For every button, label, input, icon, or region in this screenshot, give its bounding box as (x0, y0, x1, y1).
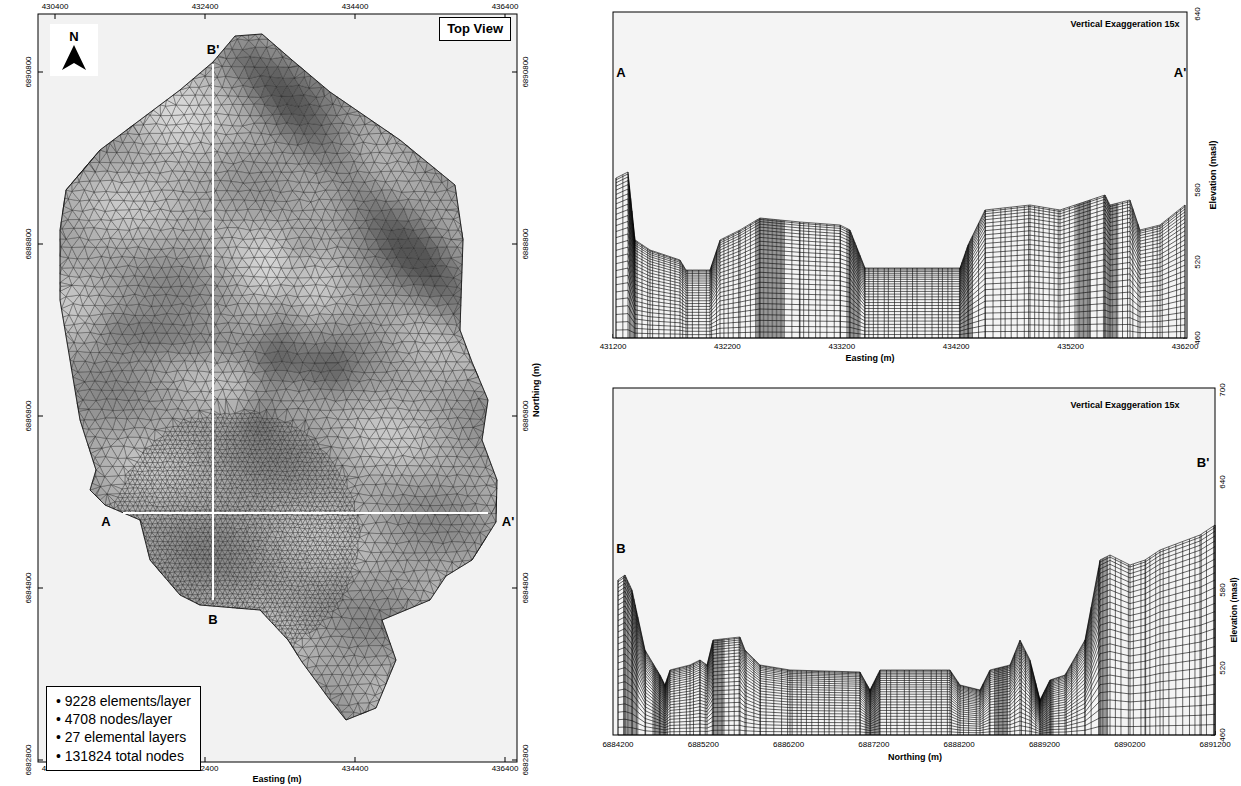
figure: NB'AA'B430400432400434400436400430400432… (0, 0, 1241, 786)
illustration (0, 0, 1241, 786)
